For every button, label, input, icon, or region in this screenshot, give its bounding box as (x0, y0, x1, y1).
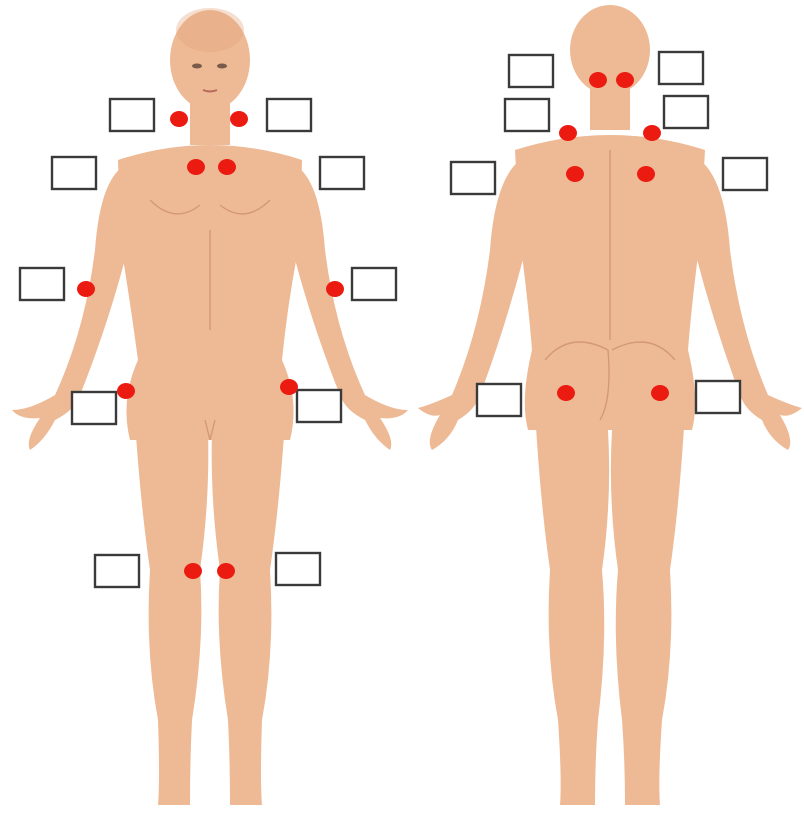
front-head-shade (176, 8, 244, 52)
back-head (570, 5, 650, 95)
marker-gluteal-right (651, 385, 669, 401)
checkbox-hip-left[interactable] (72, 392, 116, 424)
marker-supraspinatus-left (566, 166, 584, 182)
checkbox-elbow-left[interactable] (20, 268, 64, 300)
front-eye-left (192, 64, 202, 69)
marker-gluteal-left (557, 385, 575, 401)
checkbox-supraspinatus-left[interactable] (451, 162, 495, 194)
back-leg-right (611, 410, 685, 805)
checkbox-occiput-left[interactable] (509, 55, 553, 87)
back-figure (418, 5, 802, 805)
checkbox-elbow-right[interactable] (352, 268, 396, 300)
marker-neck-left (170, 111, 188, 127)
front-leg-right (212, 420, 285, 805)
checkbox-chest-left[interactable] (52, 157, 96, 189)
marker-chest-left (187, 159, 205, 175)
marker-supraspinatus-right (637, 166, 655, 182)
marker-trapezius-right (643, 125, 661, 141)
marker-elbow-left (77, 281, 95, 297)
checkbox-trapezius-right[interactable] (664, 96, 708, 128)
marker-elbow-right (326, 281, 344, 297)
checkbox-gluteal-left[interactable] (477, 384, 521, 416)
checkbox-gluteal-right[interactable] (696, 381, 740, 413)
marker-knee-left (184, 563, 202, 579)
marker-chest-right (218, 159, 236, 175)
back-neck (590, 85, 630, 130)
marker-occiput-left (589, 72, 607, 88)
checkbox-neck-left[interactable] (110, 99, 154, 131)
marker-hip-left (117, 383, 135, 399)
marker-hip-right (280, 379, 298, 395)
checkbox-occiput-right[interactable] (659, 52, 703, 84)
marker-knee-right (217, 563, 235, 579)
checkbox-trapezius-left[interactable] (505, 99, 549, 131)
front-neck (190, 100, 230, 145)
checkbox-knee-right[interactable] (276, 553, 320, 585)
checkbox-knee-left[interactable] (95, 555, 139, 587)
front-leg-left (135, 420, 208, 805)
marker-occiput-right (616, 72, 634, 88)
back-leg-left (535, 410, 609, 805)
checkbox-hip-right[interactable] (297, 390, 341, 422)
checkbox-neck-right[interactable] (267, 99, 311, 131)
marker-neck-right (230, 111, 248, 127)
front-eye-right (217, 64, 227, 69)
marker-trapezius-left (559, 125, 577, 141)
checkbox-chest-right[interactable] (320, 157, 364, 189)
checkbox-supraspinatus-right[interactable] (723, 158, 767, 190)
